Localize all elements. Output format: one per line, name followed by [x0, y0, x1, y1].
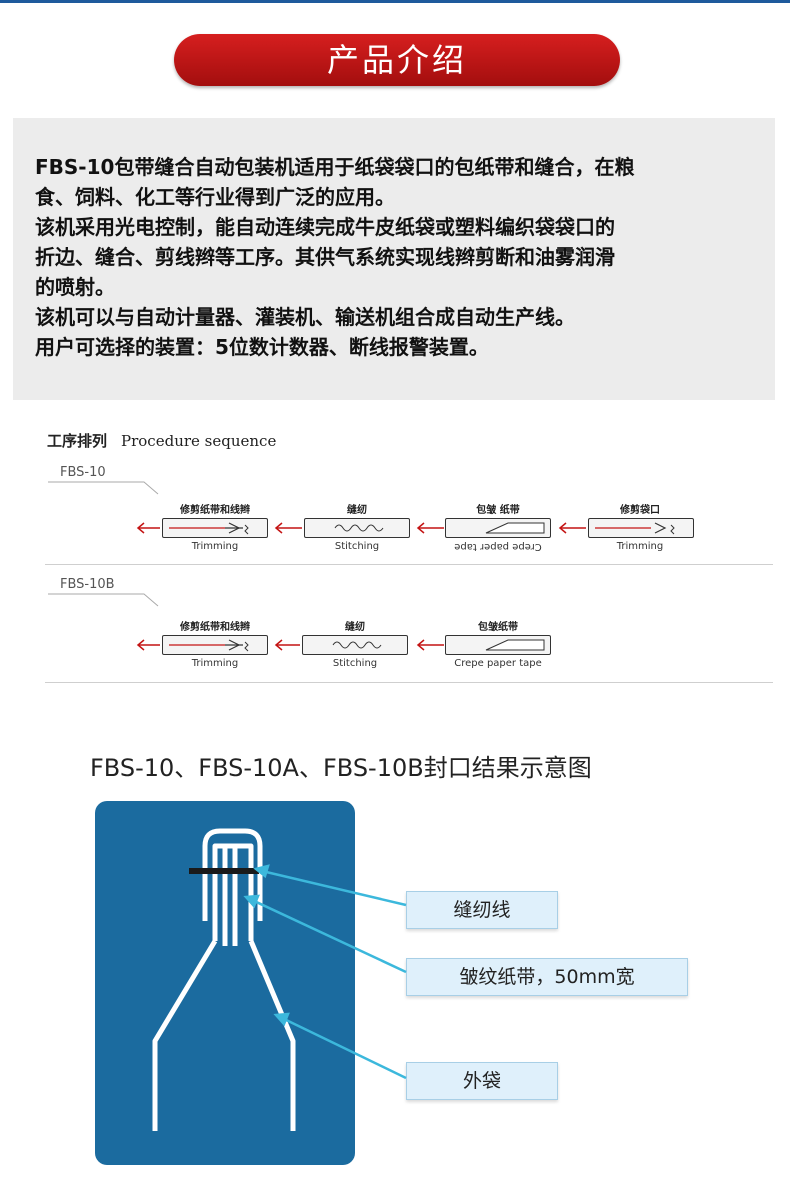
divider	[45, 682, 773, 683]
intro-line: 用户可选择的装置：5位数计数器、断线报警装置。	[35, 335, 489, 359]
step-label: 修剪纸带和线辫	[180, 505, 250, 516]
step-sub-label: Crepe paper tape	[454, 658, 542, 669]
model-name-fbs10: FBS-10	[60, 465, 106, 480]
step-crepe-box	[445, 635, 551, 655]
step-stitching-box	[304, 518, 410, 538]
procedure-heading: 工序排列 Procedure sequence	[47, 430, 276, 451]
step-sub-label: Trimming	[616, 541, 664, 552]
intro-line: 食、饲料、化工等行业得到广泛的应用。	[35, 185, 395, 209]
model-bracket	[48, 481, 159, 495]
step-crepe-box	[445, 518, 551, 538]
tape-icon	[485, 522, 545, 534]
stitch-icon	[334, 524, 384, 532]
scissor-icon	[169, 639, 249, 652]
intro-line: FBS-10包带缝合自动包装机适用于纸袋袋口的包纸带和缝合，在粮	[35, 155, 635, 179]
scissor-icon	[595, 522, 675, 535]
intro-text: FBS-10包带缝合自动包装机适用于纸袋袋口的包纸带和缝合，在粮 食、饲料、化工…	[35, 152, 755, 362]
label-crepe-tape: 皱纹纸带，50mm宽	[406, 958, 688, 996]
label-stitch-line: 缝纫线	[406, 891, 558, 929]
step-label: 缝纫	[345, 622, 365, 633]
step-label: 修剪纸带和线辫	[180, 622, 250, 633]
step-label: 修剪袋口	[620, 505, 660, 516]
stitch-icon	[332, 641, 382, 649]
step-trimming-box	[162, 635, 268, 655]
bag-seal-shape	[152, 828, 296, 1131]
step-label: 包皱纸带	[478, 622, 518, 633]
step-trimming-box	[162, 518, 268, 538]
intro-panel: FBS-10包带缝合自动包装机适用于纸袋袋口的包纸带和缝合，在粮 食、饲料、化工…	[13, 118, 775, 400]
step-label: 缝纫	[347, 505, 367, 516]
step-sub-label: Stitching	[332, 658, 378, 669]
intro-line: 该机可以与自动计量器、灌装机、输送机组合成自动生产线。	[35, 305, 575, 329]
divider	[45, 564, 773, 565]
procedure-title-cn: 工序排列	[47, 432, 108, 450]
tape-icon	[485, 639, 545, 651]
procedure-title-en: Procedure sequence	[121, 432, 277, 450]
top-divider	[0, 0, 790, 3]
procedure-sequence: 工序排列 Procedure sequence FBS-10 修剪纸带和线辫 Tr…	[0, 420, 790, 700]
step-sub-label: Trimming	[191, 541, 239, 552]
step-trim-mouth-box	[588, 518, 694, 538]
flow-arrows	[136, 639, 444, 651]
step-stitching-box	[302, 635, 408, 655]
intro-line: 折边、缝合、剪线辫等工序。其供气系统实现线辫剪断和油雾润滑	[35, 245, 615, 269]
intro-line: 的喷射。	[35, 275, 115, 299]
step-label: 包皱 纸带	[476, 505, 520, 516]
scissor-icon	[169, 522, 249, 535]
step-sub-label: Trimming	[191, 658, 239, 669]
model-bracket	[48, 593, 159, 607]
label-outer-bag: 外袋	[406, 1062, 558, 1100]
section-title-banner: 产品介绍	[174, 34, 620, 86]
step-sub-label: Stitching	[334, 541, 380, 552]
intro-line: 该机采用光电控制，能自动连续完成牛皮纸袋或塑料编织袋袋口的	[35, 215, 615, 239]
flow-arrows	[136, 522, 586, 534]
model-name-fbs10b: FBS-10B	[60, 577, 115, 592]
diagram-title: FBS-10、FBS-10A、FBS-10B封口结果示意图	[90, 754, 592, 782]
bag-illustration	[95, 801, 355, 1165]
